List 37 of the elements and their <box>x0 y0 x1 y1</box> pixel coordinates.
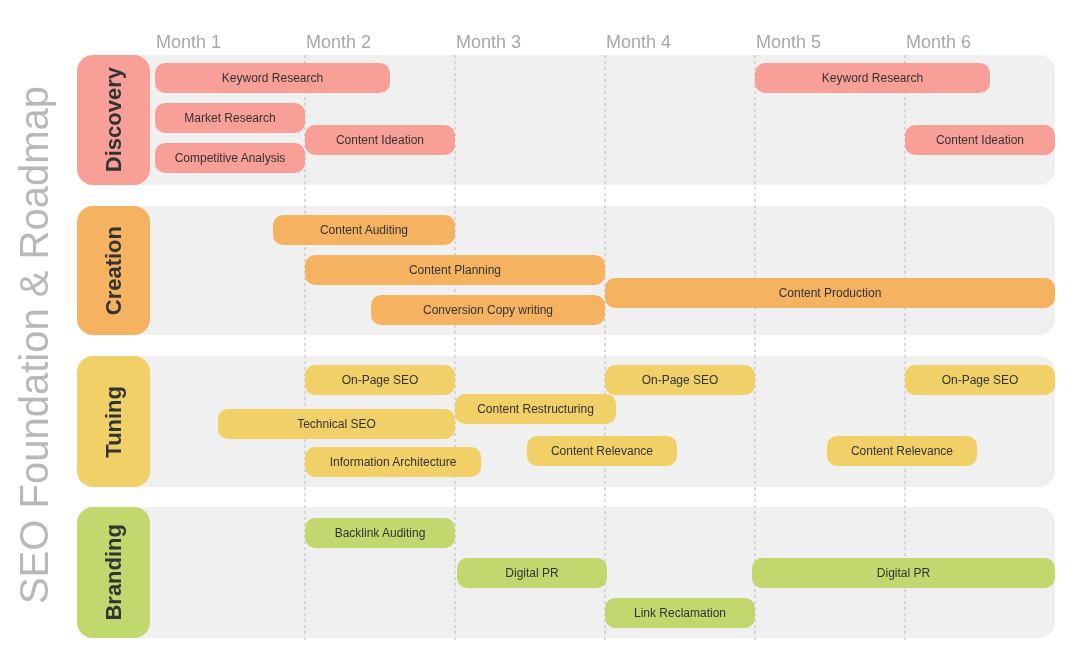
lane-header: Tuning <box>77 356 150 487</box>
task-bar: On-Page SEO <box>605 365 755 395</box>
task-bar: Link Reclamation <box>605 598 755 628</box>
task-bar: Digital PR <box>752 558 1055 588</box>
lane-header: Creation <box>77 206 150 335</box>
task-bar: Keyword Research <box>755 63 990 93</box>
month-header: Month 2 <box>306 31 372 54</box>
task-bar: Content Auditing <box>273 215 455 245</box>
task-bar: Conversion Copy writing <box>371 295 605 325</box>
task-bar: On-Page SEO <box>305 365 455 395</box>
task-bar: Market Research <box>155 103 305 133</box>
task-bar: Content Production <box>605 278 1055 308</box>
task-bar: Content Planning <box>305 255 605 285</box>
task-bar: Technical SEO <box>218 409 455 439</box>
swimlane <box>77 356 1055 487</box>
task-bar: Content Ideation <box>905 125 1055 155</box>
swimlane <box>77 507 1055 638</box>
title: SEO Foundation & Roadmap <box>14 85 54 605</box>
task-bar: On-Page SEO <box>905 365 1055 395</box>
task-bar: Content Ideation <box>305 125 455 155</box>
task-bar: Content Relevance <box>527 436 677 466</box>
task-bar: Information Architecture <box>305 447 481 477</box>
swimlane <box>77 206 1055 335</box>
task-bar: Competitive Analysis <box>155 143 305 173</box>
lane-header: Branding <box>77 507 150 638</box>
month-header: Month 1 <box>156 31 222 54</box>
month-header: Month 6 <box>906 31 972 54</box>
month-header: Month 3 <box>456 31 522 54</box>
lane-header: Discovery <box>77 55 150 185</box>
task-bar: Digital PR <box>457 558 607 588</box>
task-bar: Content Restructuring <box>455 394 616 424</box>
task-bar: Content Relevance <box>827 436 977 466</box>
task-bar: Keyword Research <box>155 63 390 93</box>
task-bar: Backlink Auditing <box>305 518 455 548</box>
month-header: Month 4 <box>606 31 672 54</box>
month-header: Month 5 <box>756 31 822 54</box>
swimlane <box>77 55 1055 185</box>
